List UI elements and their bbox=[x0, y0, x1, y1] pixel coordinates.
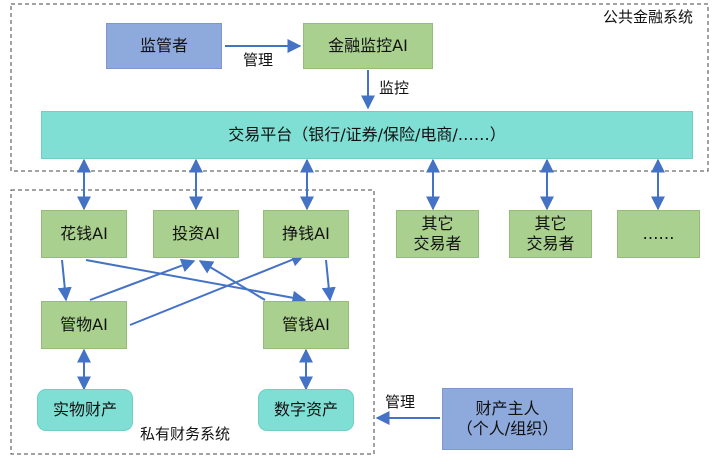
goods-to-invest-arrow bbox=[89, 258, 196, 301]
trading-platform-box: 交易平台（银行/证券/保险/电商/……） bbox=[41, 111, 693, 159]
monitor-label: 监控 bbox=[379, 79, 410, 97]
other-traders-box-1: 其它 交易者 bbox=[396, 210, 479, 258]
goods-ai-box: 管物AI bbox=[41, 301, 127, 349]
invest-ai-box: 投资AI bbox=[153, 210, 239, 258]
other-traders-line-1: 其它 bbox=[421, 214, 454, 233]
earn-ai-box: 挣钱AI bbox=[263, 210, 349, 258]
manage-label-bottom: 管理 bbox=[385, 393, 416, 411]
manage-label-top: 管理 bbox=[243, 51, 274, 69]
spend-to-money-arrow bbox=[85, 259, 307, 305]
physical-assets-box: 实物财产 bbox=[37, 389, 133, 431]
digital-assets-box: 数字资产 bbox=[258, 389, 354, 431]
earn-to-money-arrow bbox=[321, 259, 336, 302]
regulator-box: 监管者 bbox=[106, 23, 222, 69]
public-system-boundary bbox=[10, 3, 709, 172]
financial-monitor-ai-box: 金融监控AI bbox=[303, 23, 433, 69]
money-ai-box: 管钱AI bbox=[263, 301, 349, 349]
other-traders-line-2: 交易者 bbox=[526, 234, 575, 253]
other-traders-line-2: 交易者 bbox=[413, 234, 462, 253]
owner-line-1: 财产主人 bbox=[475, 399, 540, 418]
other-traders-box-2: 其它 交易者 bbox=[509, 210, 592, 258]
owner-line-2: （个人/组织） bbox=[456, 419, 559, 438]
money-to-invest-arrow bbox=[198, 260, 266, 301]
private-system-label: 私有财务系统 bbox=[140, 425, 231, 443]
money-to-earn-arrow bbox=[129, 253, 306, 326]
spend-to-goods-arrow bbox=[57, 259, 72, 302]
property-owner-box: 财产主人 （个人/组织） bbox=[442, 388, 573, 450]
private-system-boundary bbox=[10, 189, 375, 455]
more-traders-box: …… bbox=[617, 210, 700, 258]
spend-ai-box: 花钱AI bbox=[41, 210, 127, 258]
public-system-label: 公共金融系统 bbox=[603, 8, 694, 26]
other-traders-line-1: 其它 bbox=[534, 214, 567, 233]
